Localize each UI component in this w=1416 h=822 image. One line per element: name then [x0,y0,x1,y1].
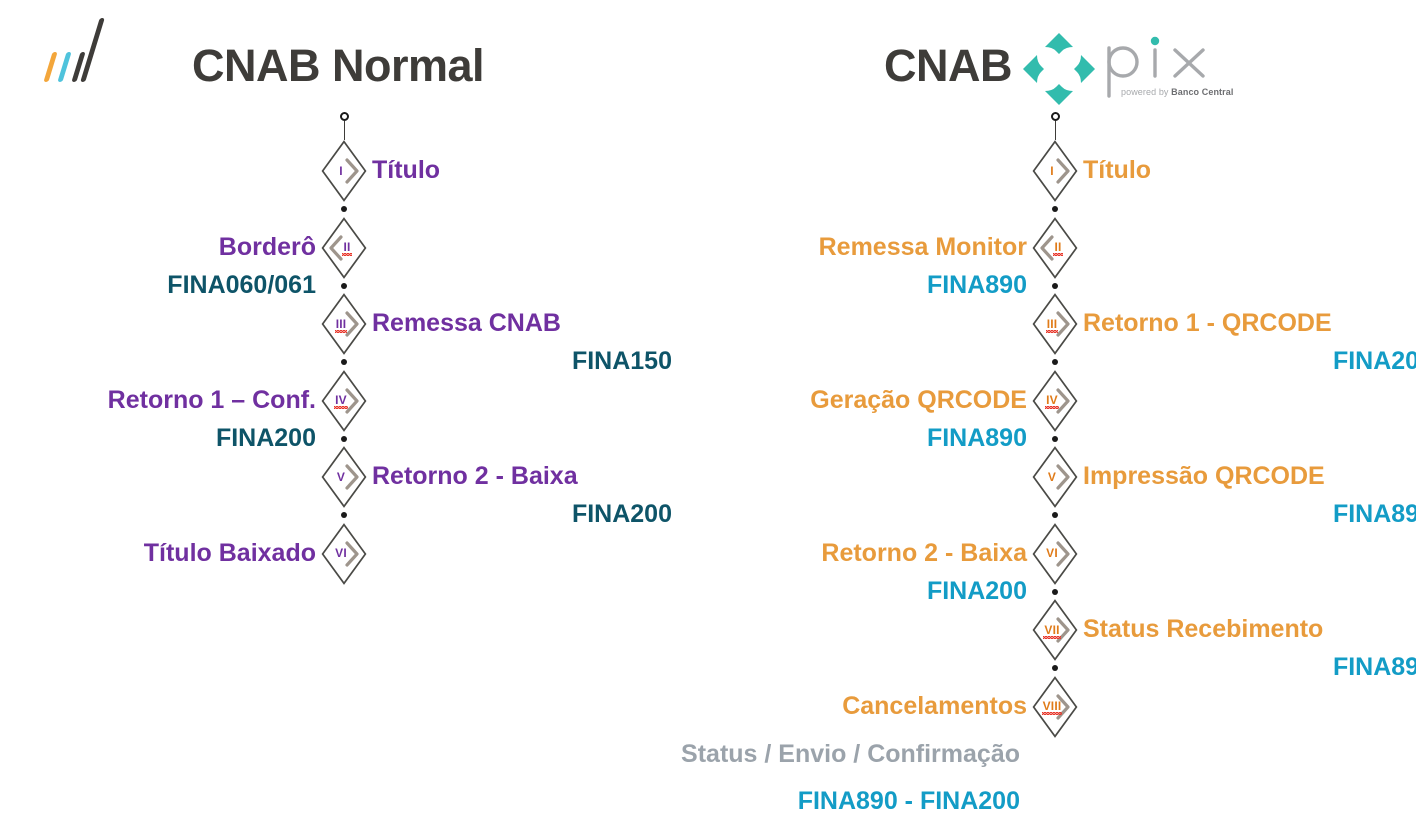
node-label: Título Baixado [143,538,316,567]
timeline-connector-dot [1052,588,1058,595]
timeline-connector-dot [341,512,347,519]
node-label: Título [1083,156,1152,184]
diamond-icon [1032,599,1078,661]
node-label: Borderô [218,232,316,261]
node-label: Remessa Monitor [818,232,1027,261]
diamond-icon [1032,369,1078,432]
node-label: Retorno 1 – Conf. [107,385,316,414]
diamond-icon [321,522,367,585]
company-logo-icon [38,12,108,82]
timeline-connector-dot [1052,206,1058,213]
timeline-node-i[interactable]: I [321,140,367,202]
node-fina-code: FINA200 [571,500,672,529]
timeline-connector-dot [341,435,347,442]
timeline-start-dot [1050,112,1060,121]
node-fina-code: FINA890 [926,270,1027,299]
node-fina-code: FINA150 [571,347,672,376]
right-column-title: CNAB [884,40,1013,91]
node-label: Cancelamentos [842,691,1027,720]
node-fina-code: FINA200 [926,576,1027,605]
node-label: Impressão QRCODE [1083,462,1325,490]
node-label: Título [372,156,441,184]
right-footer-fina: FINA890 - FINA200 [797,787,1020,815]
node-fina-code: FINA890 [1332,653,1416,682]
diamond-icon [1032,446,1078,508]
diamond-icon [1032,216,1078,279]
node-fina-code: FINA200 [1332,347,1416,376]
timeline-node-iv[interactable]: IV [1032,369,1078,432]
pix-wordmark [1107,36,1205,98]
timeline-node-vii[interactable]: VII [1032,599,1078,661]
node-label: Retorno 2 - Baixa [821,538,1027,567]
node-label: Retorno 1 - QRCODE [1083,309,1332,337]
node-label: Remessa CNAB [372,309,561,337]
diamond-icon [1032,293,1078,355]
node-fina-code: FINA890 [1332,500,1416,529]
timeline-node-vi[interactable]: VI [1032,522,1078,585]
timeline-connector-dot [1052,435,1058,442]
timeline-node-iii[interactable]: III [321,293,367,355]
node-label: Retorno 2 - Baixa [372,462,578,490]
timeline-connector-dot [341,206,347,213]
left-column-title: CNAB Normal [192,40,485,91]
node-label: Status Recebimento [1083,615,1324,643]
node-fina-code: FINA060/061 [167,270,316,299]
diamond-icon [1032,140,1078,202]
timeline-connector-dot [1052,359,1058,366]
timeline-start-dot [339,112,349,121]
diamond-icon [321,369,367,432]
timeline-connector-dot [341,282,347,289]
node-fina-code: FINA890 [926,423,1027,452]
timeline-node-iii[interactable]: III [1032,293,1078,355]
diamond-icon [321,216,367,279]
pix-logo: powered by Banco Central [1021,27,1233,105]
pix-dot-icon [1150,36,1160,46]
timeline-node-ii[interactable]: II [1032,216,1078,279]
timeline-start-connector [1055,121,1056,140]
right-footer-note: Status / Envio / Confirmação [681,740,1020,768]
timeline-node-i[interactable]: I [1032,140,1078,202]
pix-powered-by: powered by Banco Central [1121,87,1234,97]
timeline-connector-dot [1052,512,1058,519]
pix-mark-icon [1023,33,1095,105]
diamond-icon [321,446,367,508]
diamond-icon [1032,522,1078,585]
timeline-node-v[interactable]: V [321,446,367,508]
timeline-connector-dot [1052,282,1058,289]
node-label: Geração QRCODE [810,385,1027,414]
diamond-icon [321,293,367,355]
timeline-node-v[interactable]: V [1032,446,1078,508]
diamond-icon [1032,675,1078,738]
timeline-connector-dot [1052,665,1058,672]
timeline-connector-dot [341,359,347,366]
timeline-node-viii[interactable]: VIII [1032,675,1078,738]
timeline-start-connector [344,121,345,140]
diamond-icon [321,140,367,202]
node-fina-code: FINA200 [215,423,316,452]
